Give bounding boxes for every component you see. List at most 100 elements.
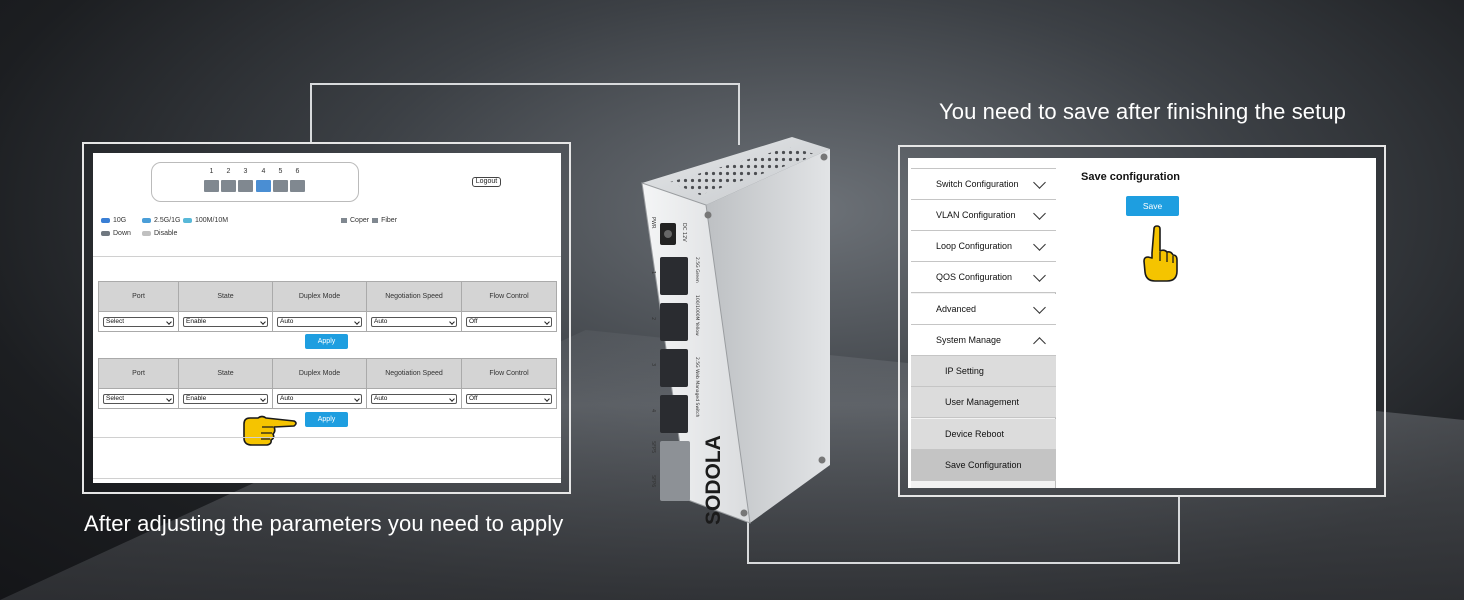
chevron-down-icon bbox=[1033, 238, 1046, 251]
divider bbox=[93, 478, 561, 479]
table-row: Select Enable Auto Auto Off bbox=[98, 311, 557, 332]
col-header-speed: Negotiation Speed bbox=[366, 281, 462, 312]
col-header-duplex: Duplex Mode bbox=[272, 281, 367, 312]
connector-line bbox=[747, 505, 749, 564]
port-3-icon[interactable] bbox=[238, 180, 253, 192]
port-config-screen: 1 2 3 4 5 6 Logout 10G 2.5G/1G 100M/10M … bbox=[93, 153, 561, 483]
sidebar-item-label: Loop Configuration bbox=[936, 241, 1013, 251]
pointing-hand-icon bbox=[243, 415, 297, 446]
submenu-item-label: Device Reboot bbox=[945, 429, 1005, 439]
sidebar-item-label: VLAN Configuration bbox=[936, 210, 1016, 220]
speed-select[interactable]: Auto bbox=[371, 393, 457, 404]
port-config-table: Port State Duplex Mode Negotiation Speed… bbox=[98, 281, 557, 332]
legend-10g: 10G bbox=[101, 217, 126, 224]
legend-2-5g: 2.5G/1G bbox=[142, 217, 180, 224]
legend-label: Fiber bbox=[381, 217, 398, 224]
sidebar-item-label: QOS Configuration bbox=[936, 272, 1013, 282]
table-row: Select Enable Auto Auto Off bbox=[98, 388, 557, 409]
device-port-label: 3 bbox=[650, 363, 656, 366]
submenu-item-label: Save Configuration bbox=[945, 460, 1022, 470]
legend-swatch bbox=[142, 218, 151, 223]
duplex-select[interactable]: Auto bbox=[277, 316, 362, 327]
port-status-panel: 1 2 3 4 5 6 bbox=[151, 162, 359, 202]
legend-label: Disable bbox=[154, 230, 178, 237]
port-1-icon[interactable] bbox=[204, 180, 219, 192]
col-header-state: State bbox=[178, 281, 273, 312]
connector-line bbox=[1178, 497, 1180, 564]
state-select[interactable]: Enable bbox=[183, 316, 268, 327]
port-config-panel: 1 2 3 4 5 6 Logout 10G 2.5G/1G 100M/10M … bbox=[82, 142, 571, 494]
port-select[interactable]: Select bbox=[103, 393, 174, 404]
legend-100m: 100M/10M bbox=[183, 217, 228, 224]
sidebar-item-switch-configuration[interactable]: Switch Configuration bbox=[911, 169, 1056, 200]
sidebar-item-advanced[interactable]: Advanced bbox=[911, 294, 1056, 325]
connector-line bbox=[310, 83, 740, 85]
right-caption: You need to save after finishing the set… bbox=[939, 99, 1347, 124]
sidebar-item-system-manage[interactable]: System Manage bbox=[911, 325, 1056, 356]
port-5-icon[interactable] bbox=[273, 180, 288, 192]
port-6-icon[interactable] bbox=[290, 180, 305, 192]
chevron-down-icon bbox=[1033, 301, 1046, 314]
col-header-flow: Flow Control bbox=[461, 281, 557, 312]
apply-button[interactable]: Apply bbox=[305, 334, 348, 349]
sidebar-item-loop-configuration[interactable]: Loop Configuration bbox=[911, 231, 1056, 262]
device-port-label: 2 bbox=[650, 317, 656, 320]
save-button[interactable]: Save bbox=[1126, 196, 1179, 216]
divider bbox=[93, 437, 561, 438]
sidebar-item-label: Advanced bbox=[936, 304, 977, 314]
legend-disable: Disable bbox=[142, 230, 177, 237]
device-port-label: 1 bbox=[650, 271, 656, 274]
speed-select[interactable]: Auto bbox=[371, 316, 457, 327]
submenu-item-device-reboot[interactable]: Device Reboot bbox=[911, 419, 1056, 450]
network-switch-image: SODOLA DC 12V PWR 2.5G Green 100/1000M Y… bbox=[641, 137, 830, 525]
legend-swatch bbox=[183, 218, 192, 223]
submenu-item-label: IP Setting bbox=[945, 366, 984, 376]
port-4-icon[interactable] bbox=[256, 180, 271, 192]
duplex-select[interactable]: Auto bbox=[277, 393, 362, 404]
sidebar-item-qos-configuration[interactable]: QOS Configuration bbox=[911, 262, 1056, 293]
chevron-down-icon bbox=[1033, 207, 1046, 220]
logout-button[interactable]: Logout bbox=[472, 177, 501, 187]
sidebar-item-vlan-configuration[interactable]: VLAN Configuration bbox=[911, 200, 1056, 231]
flow-select[interactable]: Off bbox=[466, 316, 552, 327]
legend-label: Down bbox=[113, 230, 131, 237]
sidebar-item-label: Switch Configuration bbox=[936, 179, 1019, 189]
legend-swatch bbox=[101, 218, 110, 223]
submenu-item-label: User Management bbox=[945, 397, 1020, 407]
col-header-port: Port bbox=[98, 358, 179, 389]
col-header-duplex: Duplex Mode bbox=[272, 358, 367, 389]
submenu-item-user-management[interactable]: User Management bbox=[911, 387, 1056, 418]
sidebar-menu: Switch Configuration VLAN Configuration … bbox=[911, 158, 1056, 488]
device-label-green: 2.5G Green bbox=[694, 257, 700, 283]
chevron-down-icon bbox=[1033, 176, 1046, 189]
port-select[interactable]: Select bbox=[103, 316, 174, 327]
device-label-model: 2.5G Web Managed Switch bbox=[694, 357, 700, 418]
device-label-pwr: PWR bbox=[650, 217, 656, 229]
device-label-yellow: 100/1000M Yellow bbox=[694, 295, 700, 336]
save-config-panel: Switch Configuration VLAN Configuration … bbox=[898, 145, 1386, 497]
port-config-table: Port State Duplex Mode Negotiation Speed… bbox=[98, 358, 557, 409]
fiber-icon bbox=[372, 218, 379, 223]
chevron-down-icon bbox=[1033, 269, 1046, 282]
connector-line bbox=[738, 83, 740, 145]
device-port-label: 4 bbox=[650, 409, 656, 412]
legend-label: 2.5G/1G bbox=[154, 217, 181, 224]
device-sfp-label: SFP5 bbox=[650, 441, 656, 453]
legend-down: Down bbox=[101, 230, 131, 237]
legend-label: 100M/10M bbox=[195, 217, 229, 224]
port-number: 6 bbox=[295, 168, 300, 175]
state-select[interactable]: Enable bbox=[183, 393, 268, 404]
col-header-port: Port bbox=[98, 281, 179, 312]
col-header-flow: Flow Control bbox=[461, 358, 557, 389]
submenu-item-ip-setting[interactable]: IP Setting bbox=[911, 356, 1056, 387]
port-2-icon[interactable] bbox=[221, 180, 236, 192]
coper-icon bbox=[341, 218, 347, 223]
legend-label: 10G bbox=[113, 217, 127, 224]
menu-spacer bbox=[911, 158, 1056, 169]
apply-button[interactable]: Apply bbox=[305, 412, 348, 427]
flow-select[interactable]: Off bbox=[466, 393, 552, 404]
chevron-up-icon bbox=[1033, 337, 1046, 350]
port-number: 4 bbox=[261, 168, 266, 175]
submenu-item-save-configuration[interactable]: Save Configuration bbox=[911, 450, 1056, 481]
connector-line bbox=[310, 83, 312, 143]
